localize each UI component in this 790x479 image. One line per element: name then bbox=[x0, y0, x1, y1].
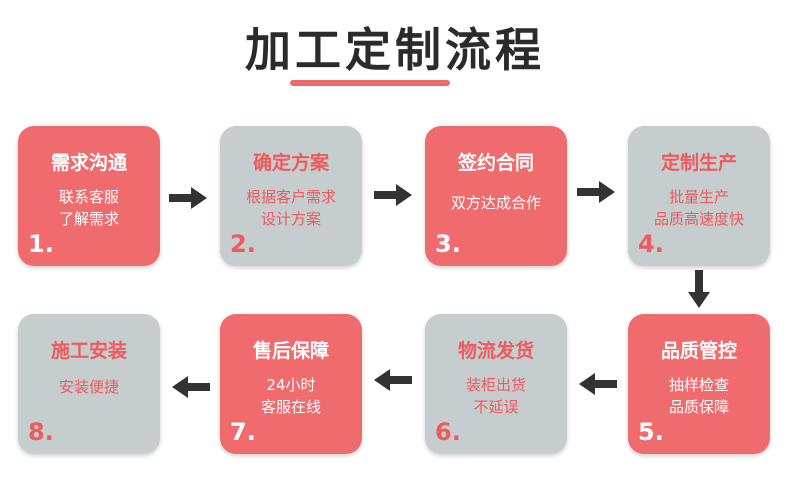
step-number: 6. bbox=[435, 418, 461, 446]
step-number: 8. bbox=[28, 418, 54, 446]
step-card-1: 需求沟通 联系客服 了解需求 1. bbox=[18, 126, 160, 266]
step-title: 售后保障 bbox=[252, 340, 329, 362]
step-card-8: 施工安装 安装便捷 8. bbox=[18, 314, 160, 454]
step-number: 3. bbox=[435, 230, 461, 258]
arrow-left-icon bbox=[172, 376, 210, 398]
step-card-4: 定制生产 批量生产 品质高速度快 4. bbox=[628, 126, 770, 266]
step-title: 签约合同 bbox=[457, 152, 534, 174]
step-desc-line: 联系客服 bbox=[58, 188, 119, 206]
arrow-down-icon bbox=[688, 270, 710, 308]
step-desc-line: 根据客户需求 bbox=[245, 188, 336, 206]
step-title: 施工安装 bbox=[50, 340, 127, 362]
arrow-left-icon bbox=[374, 369, 412, 391]
step-card-7: 售后保障 24小时 客服在线 7. bbox=[220, 314, 362, 454]
step-number: 7. bbox=[230, 418, 256, 446]
step-desc-line: 客服在线 bbox=[260, 398, 321, 416]
step-number: 1. bbox=[28, 230, 54, 258]
step-title: 品质管控 bbox=[660, 340, 737, 362]
arrow-right-icon bbox=[577, 181, 615, 203]
title-underline bbox=[290, 80, 450, 86]
step-description: 抽样检查 品质保障 bbox=[628, 374, 770, 418]
step-title: 确定方案 bbox=[252, 152, 329, 174]
step-title: 需求沟通 bbox=[50, 152, 127, 174]
step-description: 根据客户需求 设计方案 bbox=[220, 186, 362, 230]
step-desc-line: 设计方案 bbox=[260, 210, 321, 228]
step-desc-line: 安装便捷 bbox=[58, 378, 119, 396]
step-desc-line: 品质保障 bbox=[668, 398, 729, 416]
step-desc-line: 品质高速度快 bbox=[653, 210, 744, 228]
step-description: 联系客服 了解需求 bbox=[18, 186, 160, 230]
step-desc-line: 装柜出货 bbox=[465, 376, 526, 394]
step-description: 双方达成合作 bbox=[425, 192, 567, 214]
step-desc-line: 了解需求 bbox=[58, 210, 119, 228]
step-desc-line: 批量生产 bbox=[668, 188, 729, 206]
step-number: 5. bbox=[638, 418, 664, 446]
arrow-right-icon bbox=[374, 184, 412, 206]
step-title: 定制生产 bbox=[660, 152, 737, 174]
step-description: 安装便捷 bbox=[18, 376, 160, 398]
step-card-5: 品质管控 抽样检查 品质保障 5. bbox=[628, 314, 770, 454]
step-title: 物流发货 bbox=[457, 340, 534, 362]
step-description: 装柜出货 不延误 bbox=[425, 374, 567, 418]
step-number: 4. bbox=[638, 230, 664, 258]
step-desc-line: 24小时 bbox=[266, 376, 316, 394]
page-title: 加工定制流程 bbox=[245, 23, 545, 77]
arrow-left-icon bbox=[579, 373, 617, 395]
step-desc-line: 双方达成合作 bbox=[450, 194, 541, 212]
step-card-6: 物流发货 装柜出货 不延误 6. bbox=[425, 314, 567, 454]
step-card-2: 确定方案 根据客户需求 设计方案 2. bbox=[220, 126, 362, 266]
step-number: 2. bbox=[230, 230, 256, 258]
step-desc-line: 不延误 bbox=[473, 398, 519, 416]
step-desc-line: 抽样检查 bbox=[668, 376, 729, 394]
arrow-right-icon bbox=[169, 187, 207, 209]
step-card-3: 签约合同 双方达成合作 3. bbox=[425, 126, 567, 266]
step-description: 24小时 客服在线 bbox=[220, 374, 362, 418]
step-description: 批量生产 品质高速度快 bbox=[628, 186, 770, 230]
